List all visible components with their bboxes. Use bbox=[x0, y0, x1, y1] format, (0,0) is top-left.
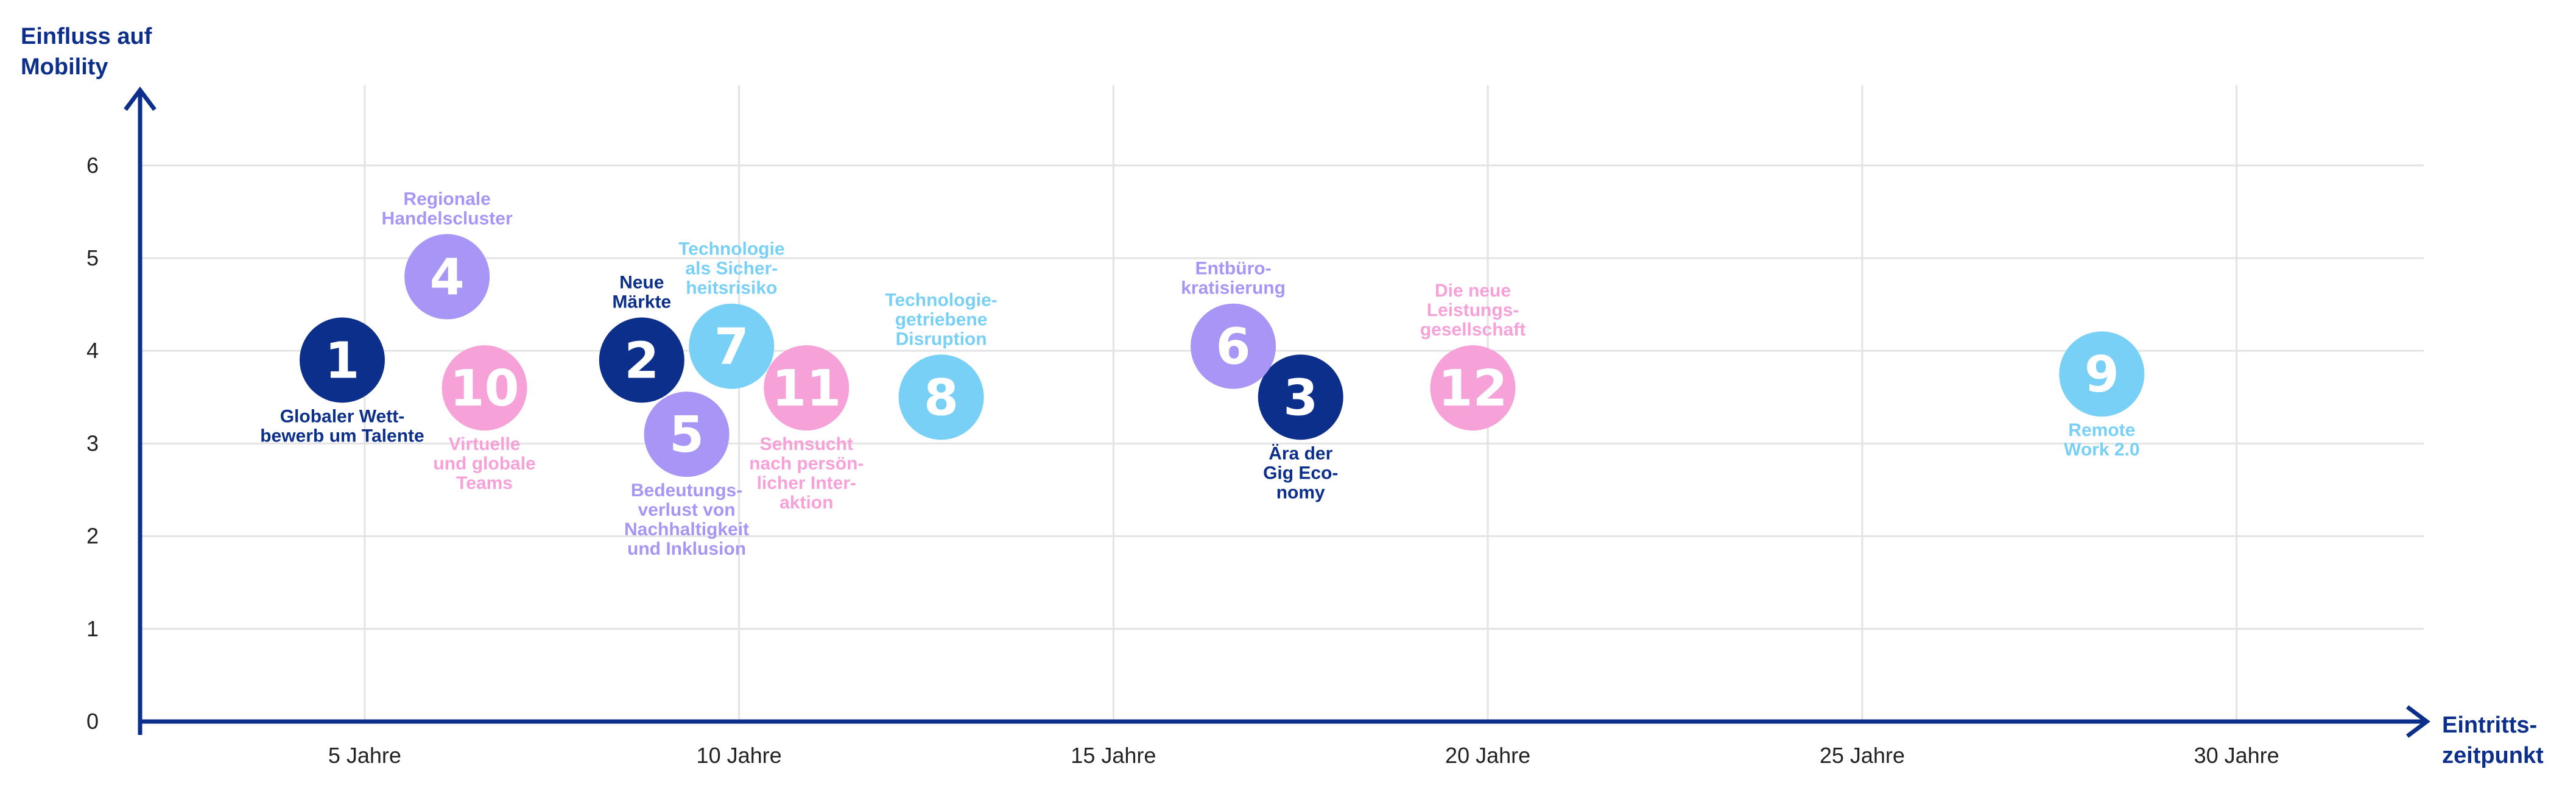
bubble-3 bbox=[1258, 354, 1343, 440]
bubble-12 bbox=[1430, 345, 1516, 431]
bubble-7 bbox=[689, 303, 775, 389]
gridlines bbox=[140, 85, 2424, 722]
bubble-6 bbox=[1191, 303, 1276, 389]
bubble-number-7: 7 bbox=[714, 318, 749, 376]
x-axis-title: Eintritts-zeitpunkt bbox=[2442, 712, 2544, 768]
bubble-10 bbox=[442, 345, 527, 431]
y-tick-label: 5 bbox=[86, 245, 99, 270]
y-tick-label: 0 bbox=[86, 709, 99, 734]
x-tick-label: 25 Jahre bbox=[1820, 743, 1905, 768]
bubble-9 bbox=[2059, 331, 2145, 417]
bubble-2 bbox=[599, 317, 684, 403]
y-tick-label: 4 bbox=[86, 338, 99, 363]
bubble-8 bbox=[898, 354, 984, 440]
bubble-number-9: 9 bbox=[2085, 346, 2119, 404]
x-tick-label: 30 Jahre bbox=[2194, 743, 2279, 768]
x-tick-label: 15 Jahre bbox=[1071, 743, 1156, 768]
y-axis-arrow bbox=[124, 86, 157, 111]
bubble-number-12: 12 bbox=[1438, 360, 1507, 418]
bubble-number-3: 3 bbox=[1283, 369, 1318, 427]
y-tick-label: 3 bbox=[86, 430, 99, 455]
bubble-number-10: 10 bbox=[450, 360, 519, 418]
x-tick-label: 5 Jahre bbox=[328, 743, 401, 768]
x-axis-arrow bbox=[2405, 705, 2430, 738]
y-tick-label: 6 bbox=[86, 153, 99, 178]
bubble-label-6: Entbüro-kratisierung bbox=[1181, 259, 1286, 298]
x-tick-label: 20 Jahre bbox=[1445, 743, 1530, 768]
bubble-number-5: 5 bbox=[669, 406, 704, 464]
bubble-number-4: 4 bbox=[430, 248, 465, 306]
bubble-number-1: 1 bbox=[325, 332, 359, 390]
bubble-label-1: Globaler Wett-bewerb um Talente bbox=[260, 406, 424, 446]
bubble-4 bbox=[404, 234, 490, 320]
y-tick-label: 1 bbox=[86, 616, 99, 641]
bubble-number-8: 8 bbox=[924, 369, 959, 427]
bubble-number-2: 2 bbox=[624, 332, 659, 390]
y-tick-label: 2 bbox=[86, 524, 99, 549]
bubble-5 bbox=[644, 392, 730, 477]
bubble-number-11: 11 bbox=[772, 360, 841, 418]
bubble-1 bbox=[299, 317, 385, 403]
bubble-11 bbox=[764, 345, 850, 431]
bubble-number-6: 6 bbox=[1216, 318, 1251, 376]
x-tick-label: 10 Jahre bbox=[697, 743, 782, 768]
